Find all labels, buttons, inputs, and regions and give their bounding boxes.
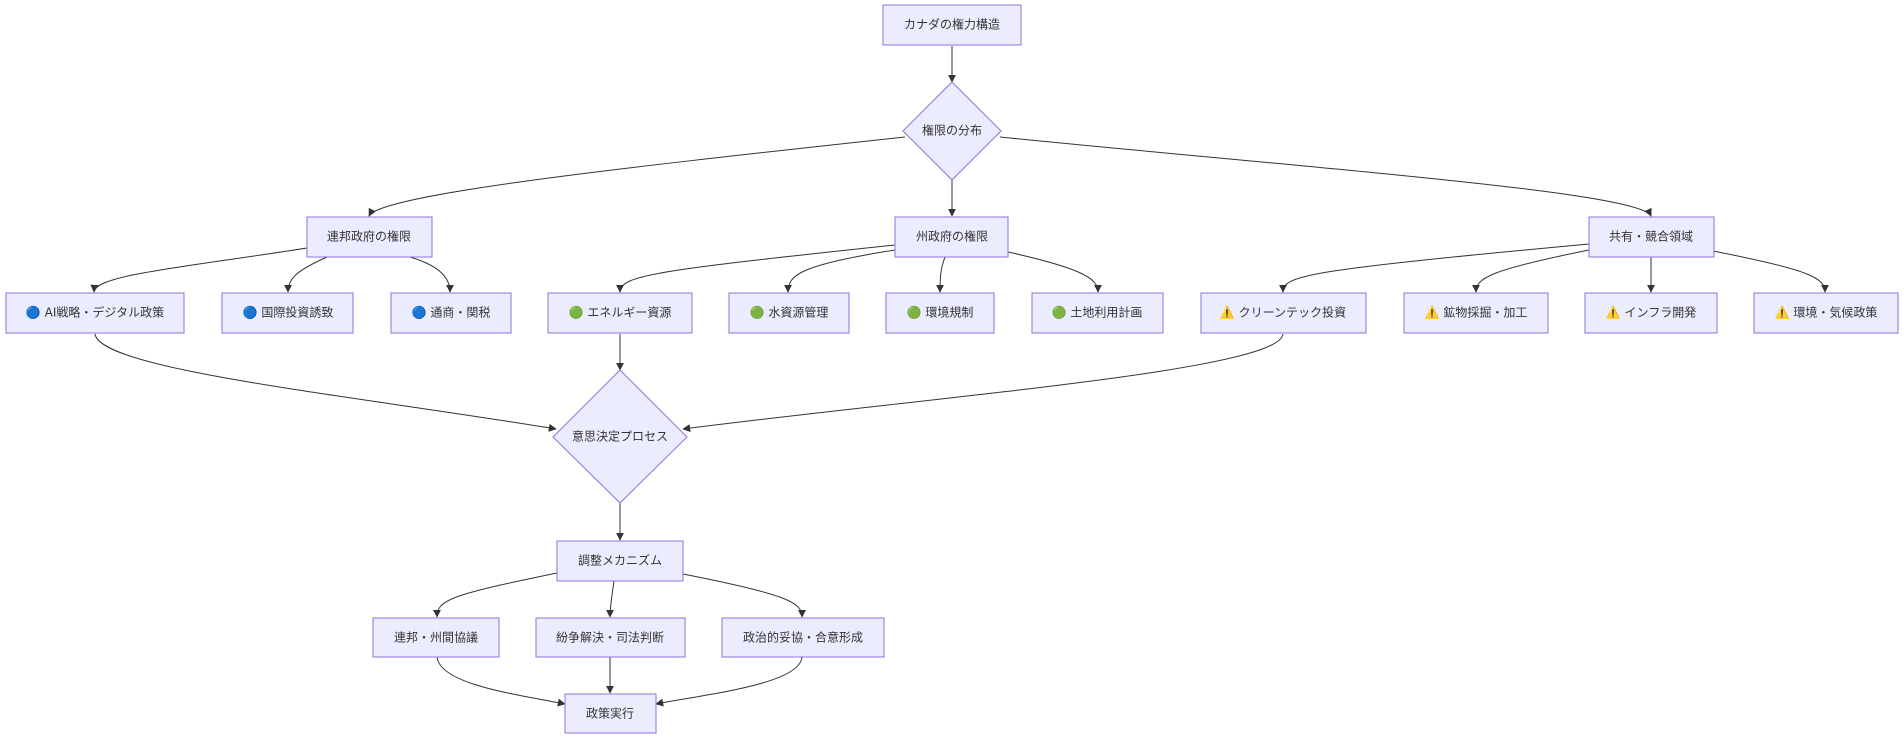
node-decision-label: 意思決定プロセス <box>572 429 668 444</box>
edge-distribution-shared <box>999 136 1652 217</box>
edge-shared-sh-mining <box>1472 249 1590 293</box>
node-coordination-label: 調整メカニズム <box>578 553 662 568</box>
node-prov-env-label: 🟢 環境規制 <box>907 305 974 320</box>
node-root: カナダの権力構造 <box>882 4 1022 46</box>
edge-coord-fp-execution <box>436 656 566 707</box>
node-prov-land-label: 🟢 土地利用計画 <box>1052 305 1143 320</box>
node-sh-climate: ⚠️ 環境・気候政策 <box>1753 292 1899 334</box>
edge-coordination-coord-dispute <box>606 580 615 618</box>
node-sh-climate-label: ⚠️ 環境・気候政策 <box>1775 305 1878 320</box>
edge-coordination-coord-political <box>682 573 806 618</box>
edge-distribution-federal <box>368 136 906 217</box>
node-prov-water-label: 🟢 水資源管理 <box>750 305 829 320</box>
node-sh-mining-label: ⚠️ 鉱物採掘・加工 <box>1425 305 1528 320</box>
node-fed-invest: 🔵 国際投資誘致 <box>221 292 354 334</box>
node-execution: 政策実行 <box>564 693 657 734</box>
node-shared: 共有・競合領域 <box>1588 216 1715 258</box>
edge-coord-political-execution <box>655 656 803 707</box>
node-distribution: 権限の分布 <box>902 81 1002 181</box>
node-distribution-label: 権限の分布 <box>922 123 982 138</box>
edge-sh-cleantech-decision <box>682 333 1284 433</box>
node-decision: 意思決定プロセス <box>552 369 688 504</box>
node-prov-energy-label: 🟢 エネルギー資源 <box>569 306 672 320</box>
edge-shared-sh-cleantech <box>1279 243 1590 293</box>
node-coord-fp-label: 連邦・州間協議 <box>394 630 478 645</box>
node-sh-infra: ⚠️ インフラ開発 <box>1584 292 1718 334</box>
edge-fed-ai-decision <box>94 333 557 432</box>
edge-federal-fed-invest <box>284 256 328 293</box>
node-fed-ai-label: 🔵 AI戦略・デジタル政策 <box>26 305 164 320</box>
node-coord-fp: 連邦・州間協議 <box>372 617 500 658</box>
node-federal: 連邦政府の権限 <box>306 216 433 258</box>
node-sh-cleantech: ⚠️ クリーンテック投資 <box>1200 292 1367 334</box>
node-sh-infra-label: ⚠️ インフラ開発 <box>1606 306 1696 320</box>
node-sh-mining: ⚠️ 鉱物採掘・加工 <box>1403 292 1549 334</box>
node-prov-land: 🟢 土地利用計画 <box>1031 292 1164 334</box>
node-federal-label: 連邦政府の権限 <box>327 229 411 244</box>
edge-federal-fed-trade <box>409 256 454 293</box>
node-provincial-label: 州政府の権限 <box>916 229 988 244</box>
node-coordination: 調整メカニズム <box>556 540 684 582</box>
node-prov-env: 🟢 環境規制 <box>885 292 995 334</box>
node-fed-trade-label: 🔵 通商・関税 <box>412 305 491 320</box>
node-fed-ai: 🔵 AI戦略・デジタル政策 <box>5 292 185 334</box>
node-root-label: カナダの権力構造 <box>904 17 1000 32</box>
edge-coordination-coord-fp <box>433 572 558 618</box>
edges <box>90 46 1829 707</box>
edge-provincial-prov-water <box>784 249 896 293</box>
node-provincial: 州政府の権限 <box>894 216 1009 258</box>
edge-shared-sh-climate <box>1712 250 1829 293</box>
node-execution-label: 政策実行 <box>586 706 634 721</box>
node-coord-dispute: 紛争解決・司法判断 <box>535 617 686 658</box>
edge-federal-fed-ai <box>90 247 308 293</box>
edge-provincial-prov-energy <box>616 244 896 293</box>
node-sh-cleantech-label: ⚠️ クリーンテック投資 <box>1220 305 1346 320</box>
node-coord-political: 政治的妥協・合意形成 <box>721 617 885 658</box>
node-prov-water: 🟢 水資源管理 <box>728 292 850 334</box>
node-coord-dispute-label: 紛争解決・司法判断 <box>556 630 664 645</box>
node-coord-political-label: 政治的妥協・合意形成 <box>743 630 863 645</box>
edge-provincial-prov-env <box>936 256 946 293</box>
node-fed-trade: 🔵 通商・関税 <box>390 292 512 334</box>
node-fed-invest-label: 🔵 国際投資誘致 <box>243 305 334 320</box>
node-shared-label: 共有・競合領域 <box>1609 229 1693 244</box>
node-prov-energy: 🟢 エネルギー資源 <box>547 292 693 334</box>
edge-provincial-prov-land <box>1007 251 1102 293</box>
